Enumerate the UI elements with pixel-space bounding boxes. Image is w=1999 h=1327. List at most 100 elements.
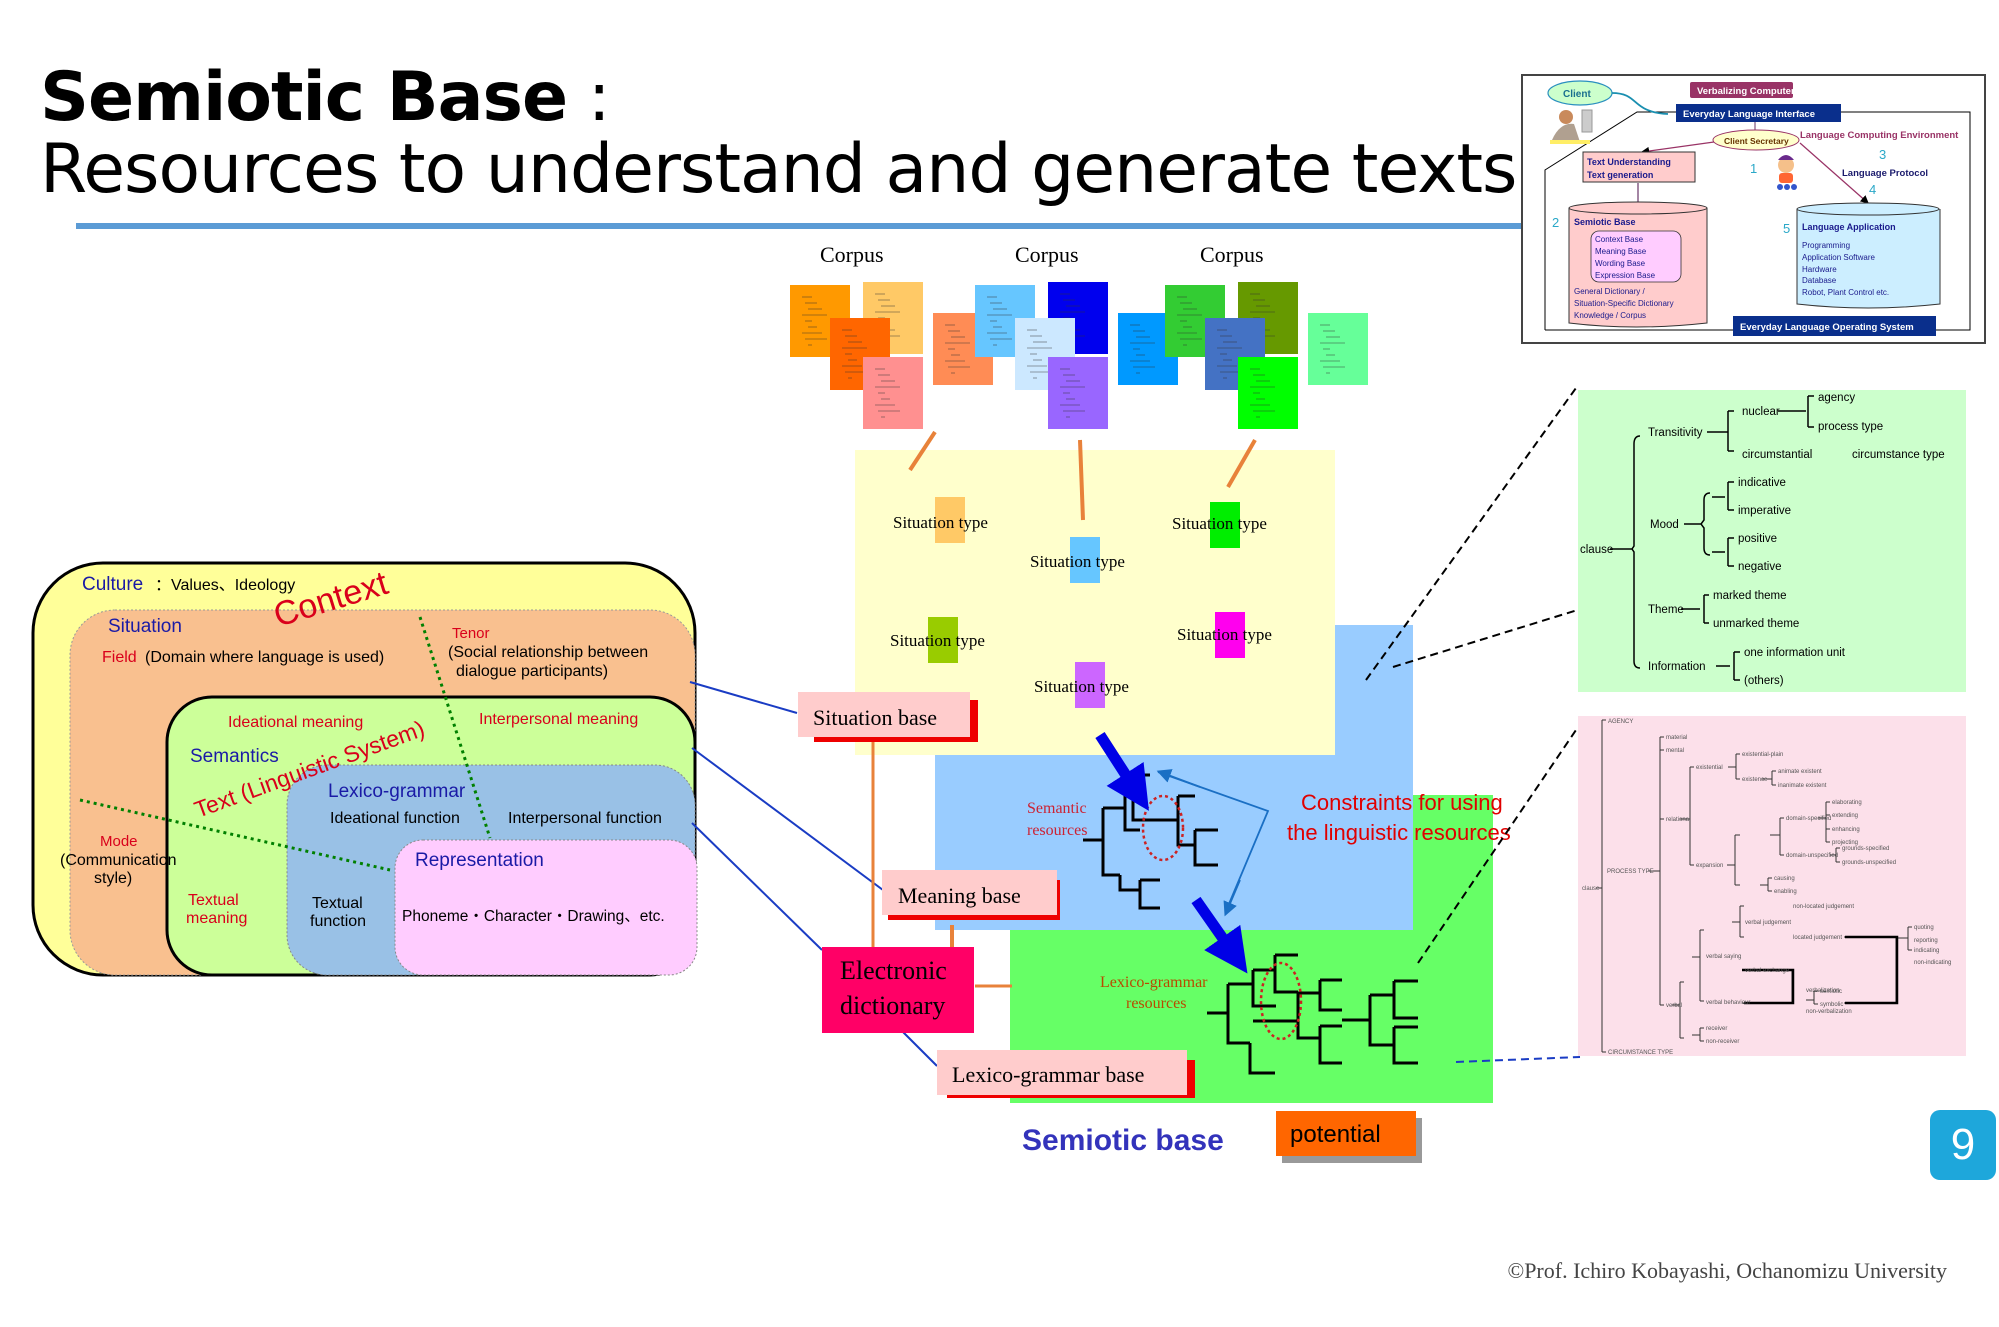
corpus-link bbox=[1226, 439, 1257, 488]
leaf-label: inanimate existent bbox=[1778, 783, 1827, 789]
node-material: material bbox=[1666, 735, 1687, 741]
lexicogrammar-base[interactable]: Lexico-grammar base bbox=[937, 1050, 1195, 1098]
leaf-label: reporting bbox=[1914, 938, 1938, 944]
situation-base-label: Situation base bbox=[813, 705, 937, 730]
node-circumstance-type: CIRCUMSTANCE TYPE bbox=[1608, 1050, 1673, 1056]
leaf-label: grounds-specified bbox=[1842, 846, 1889, 852]
system-network-panel bbox=[1578, 390, 1966, 692]
leaf-label: domain-specified bbox=[1786, 816, 1831, 822]
connector-line bbox=[691, 747, 884, 891]
general-dictionary-label: General Dictionary / bbox=[1574, 287, 1645, 296]
situation-type-marker bbox=[1075, 662, 1105, 708]
situation-type-label: Situation type bbox=[893, 513, 988, 532]
verbalizing-computer-label: Verbalizing Computer bbox=[1697, 86, 1795, 97]
leaf-label: non-indicating bbox=[1914, 960, 1951, 966]
num-1: 1 bbox=[1750, 161, 1757, 176]
leaf-label: enabling bbox=[1774, 889, 1797, 895]
node-theme: Theme bbox=[1648, 604, 1684, 616]
connector-line bbox=[689, 681, 798, 714]
corpus-document bbox=[1048, 357, 1108, 429]
page-number-badge: 9 bbox=[1930, 1110, 1996, 1180]
node-information: Information bbox=[1648, 661, 1706, 673]
interpersonal-function: Interpersonal function bbox=[508, 810, 662, 827]
situation-type-marker bbox=[1215, 612, 1245, 658]
situation-type-label: Situation type bbox=[1034, 677, 1129, 696]
bases-box bbox=[1590, 230, 1682, 283]
leaf-label: extending bbox=[1832, 813, 1858, 819]
leaf-label: projecting bbox=[1832, 840, 1858, 846]
text-understanding-box bbox=[1582, 151, 1696, 183]
client-link bbox=[1611, 92, 1669, 115]
leaf-label: quoting bbox=[1914, 925, 1934, 931]
tenor-desc: dialogue participants) bbox=[456, 663, 608, 680]
meaning-base[interactable]: Meaning base bbox=[882, 870, 1060, 920]
leaf-label: non-verbalization bbox=[1806, 1009, 1852, 1015]
node-existential: existential bbox=[1696, 765, 1723, 771]
representation-box bbox=[394, 839, 698, 976]
leaf-label: located judgement bbox=[1793, 935, 1842, 941]
tenor-label: Tenor bbox=[452, 625, 490, 642]
language-application-label: Language Application bbox=[1802, 222, 1896, 232]
expression-base-label: Expression Base bbox=[1595, 271, 1656, 280]
field-desc: (Domain where language is used) bbox=[145, 649, 384, 666]
node-indicative: indicative bbox=[1738, 477, 1786, 489]
node-imperative: imperative bbox=[1738, 505, 1791, 517]
situation-type-label: Situation type bbox=[1030, 552, 1125, 571]
process-network: clause AGENCY PROCESS TYPE CIRCUMSTANCE … bbox=[1582, 719, 1951, 1056]
lexicogrammar-tree bbox=[1207, 953, 1418, 1075]
electronic-dictionary-label: Electronic bbox=[840, 956, 947, 985]
leaf-label: existential-plain bbox=[1742, 752, 1783, 758]
lexicogrammar-resources-label: Lexico-grammar bbox=[1100, 974, 1208, 991]
knowledge-corpus-label: Knowledge / Corpus bbox=[1574, 311, 1646, 320]
connector-line bbox=[897, 1026, 938, 1067]
slide-subtitle: Resources to understand and generate tex… bbox=[40, 130, 1517, 209]
context-base-label: Context Base bbox=[1595, 235, 1644, 244]
node-verbal-saying: verbal saying bbox=[1706, 954, 1741, 960]
system-network: clause Transitivity nuclear agency proce… bbox=[1580, 392, 1945, 687]
corpus-document bbox=[1308, 313, 1368, 385]
lang-computing-env-label: Language Computing Environment bbox=[1800, 130, 1959, 141]
electronic-dictionary[interactable]: Electronic dictionary bbox=[822, 947, 974, 1033]
app-item: Hardware bbox=[1802, 265, 1837, 274]
inset-arrow bbox=[1799, 142, 1869, 204]
node-process-type: process type bbox=[1818, 421, 1883, 433]
num-5: 5 bbox=[1783, 221, 1790, 236]
textual-meaning: meaning bbox=[186, 910, 247, 927]
situation-base[interactable]: Situation base bbox=[798, 692, 978, 742]
leaf-label: non-receiver bbox=[1706, 1039, 1739, 1045]
node-process-type: PROCESS TYPE bbox=[1607, 869, 1654, 875]
leaf-label: non-located judgement bbox=[1793, 904, 1854, 910]
wording-base-label: Wording Base bbox=[1595, 259, 1646, 268]
culture-values: ：Values、Ideology bbox=[155, 577, 295, 594]
connector-lines bbox=[689, 681, 938, 1067]
context-model: Culture ：Values、Ideology Context Situati… bbox=[31, 561, 698, 977]
process-network-panel bbox=[1578, 716, 1966, 1056]
node-agency: AGENCY bbox=[1608, 719, 1633, 725]
lexicogrammar-resources-label: resources bbox=[1126, 995, 1186, 1012]
mode-desc: (Communication bbox=[60, 852, 176, 869]
inset-semiotic-base-label: Semiotic Base bbox=[1574, 217, 1636, 227]
node-agency: agency bbox=[1818, 392, 1855, 404]
representation-label: Representation bbox=[415, 850, 544, 871]
textual-function: function bbox=[310, 913, 366, 930]
zoom-line bbox=[1455, 1056, 1581, 1063]
lexicogrammar-base-label: Lexico-grammar base bbox=[952, 1062, 1144, 1087]
mode-label: Mode bbox=[100, 833, 138, 850]
text-understanding-label: Text Understanding bbox=[1587, 157, 1671, 167]
situation-type-label: Situation type bbox=[890, 631, 985, 650]
node-verbal-exchange: verbal exchange bbox=[1745, 968, 1790, 974]
situation-dictionary-label: Situation-Specific Dictionary bbox=[1574, 299, 1674, 308]
potential-badge bbox=[1276, 1111, 1416, 1156]
app-item: Database bbox=[1802, 276, 1837, 285]
node-mood: Mood bbox=[1650, 519, 1679, 531]
corpus-label: Corpus bbox=[1200, 242, 1264, 267]
leaf-label: existence bbox=[1742, 777, 1768, 783]
corpus-link bbox=[1078, 439, 1085, 521]
language-application-cylinder bbox=[1796, 209, 1941, 309]
leaf-label: receiver bbox=[1706, 1026, 1727, 1032]
app-item: Robot, Plant Control etc. bbox=[1802, 288, 1889, 297]
client-person-icon bbox=[1550, 109, 1593, 144]
semiotic-base-label: Semiotic base bbox=[1022, 1124, 1224, 1157]
everyday-os-label: Everyday Language Operating System bbox=[1740, 322, 1914, 333]
